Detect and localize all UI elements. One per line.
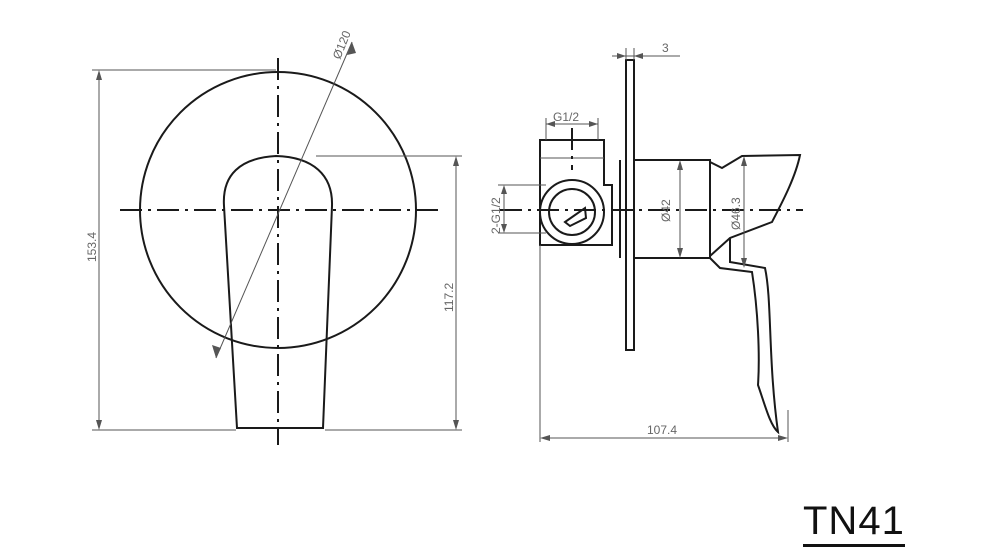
depth-arrow-left [540, 435, 550, 441]
dim-handle-diameter-label: Ø46.3 [729, 197, 743, 230]
handle-diam-arrow-top [741, 156, 747, 166]
side-valve-body [633, 159, 711, 259]
dim-height-handle-label: 117.2 [442, 283, 456, 312]
side-outlet-ring-inner [548, 188, 596, 236]
depth-arrow-right [778, 435, 788, 441]
model-code: TN41 [803, 500, 905, 547]
handle-diam-arrow-bottom [741, 258, 747, 268]
side-handle-profile [709, 153, 802, 435]
height-handle-arrow-top [453, 156, 459, 166]
side-outlet-cutout [563, 206, 588, 228]
body-diam-arrow-bottom [677, 248, 683, 258]
dim-thread-top-label: G1/2 [553, 110, 579, 124]
front-view: Ø120 153.4 117.2 [85, 28, 462, 445]
side-top-inlet [539, 139, 613, 246]
side-view: 3 G1/2 2-G1/2 Ø42 Ø46.3 107.4 [489, 41, 803, 442]
height-handle-arrow-bottom [453, 420, 459, 430]
plate-arrow-left [617, 53, 626, 59]
dim-body-diameter-label: Ø42 [659, 199, 673, 222]
diameter-arrow-top [347, 42, 356, 55]
side-wall-plate [625, 59, 635, 351]
thread-side-arrow-top [501, 185, 507, 194]
diameter-arrow-tip [212, 345, 221, 358]
thread-side-arrow-bottom [501, 224, 507, 233]
plate-arrow-right [634, 53, 643, 59]
side-outlet-ring-outer [539, 179, 605, 245]
thread-top-arrow-left [546, 121, 555, 127]
dim-height-total-label: 153.4 [85, 232, 99, 262]
height-total-arrow-top [96, 70, 102, 80]
height-total-arrow-bottom [96, 420, 102, 430]
thread-top-arrow-right [589, 121, 598, 127]
dim-depth-total-label: 107.4 [647, 423, 677, 437]
dim-plate-thickness-label: 3 [662, 41, 669, 55]
front-handle-outline [222, 154, 334, 429]
body-diam-arrow-top [677, 160, 683, 170]
diameter-leader [215, 41, 353, 359]
dim-thread-side-label: 2-G1/2 [489, 197, 503, 234]
